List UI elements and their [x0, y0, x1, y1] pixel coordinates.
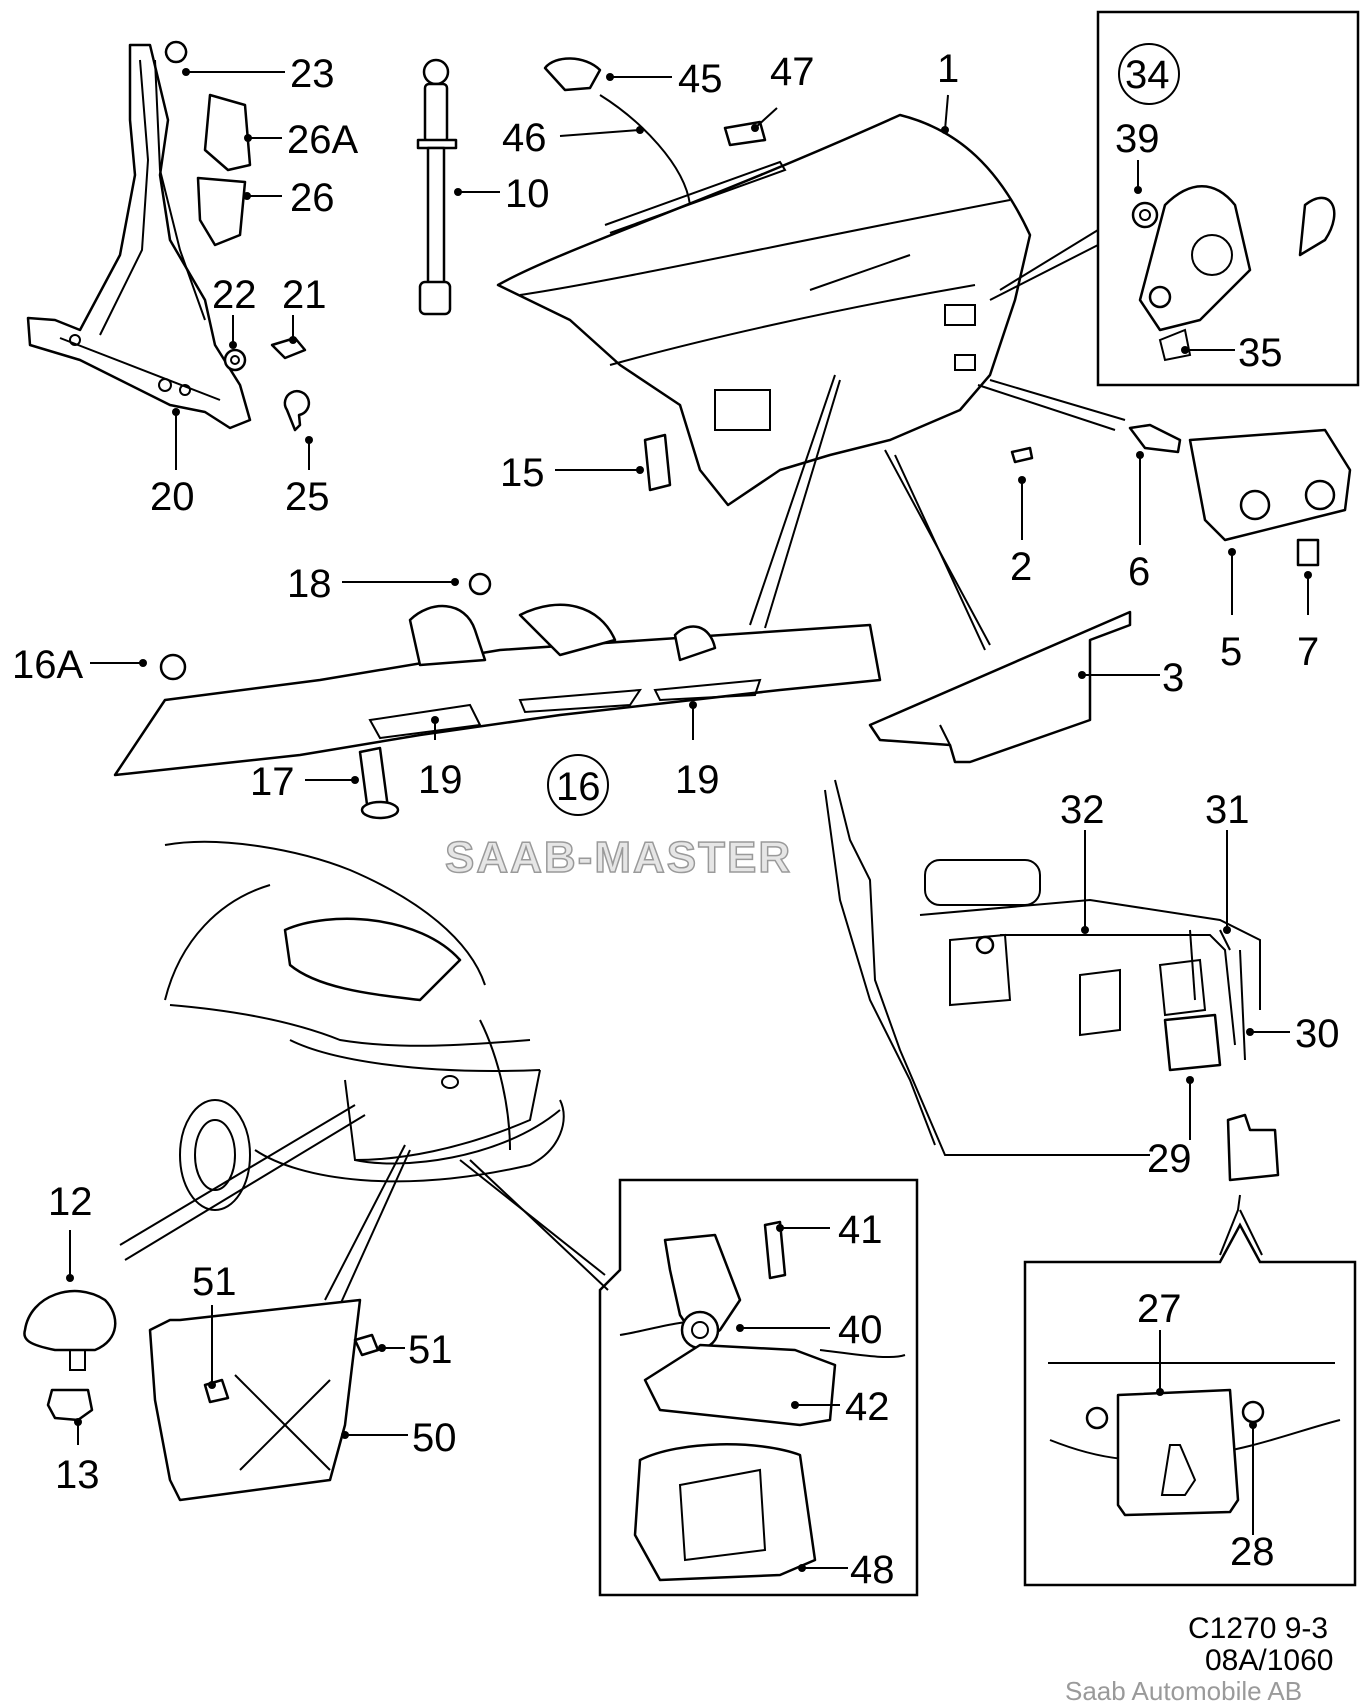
label-45: 45: [678, 57, 723, 101]
label-15: 15: [500, 451, 545, 495]
label-7: 7: [1297, 630, 1319, 674]
label-16A: 16A: [12, 643, 83, 687]
footer: C1270 9-3 08A/1060 Saab Automobile AB: [1065, 1612, 1333, 1706]
label-19-right: 19: [675, 758, 720, 802]
bolt-6: [1128, 423, 1182, 454]
connector-29: [1226, 1113, 1280, 1182]
label-20: 20: [150, 475, 195, 519]
label-42: 42: [845, 1385, 890, 1429]
label-21: 21: [282, 273, 327, 317]
label-18: 18: [287, 562, 332, 606]
label-5: 5: [1220, 630, 1242, 674]
spring-17: [358, 746, 400, 820]
panel-50: [148, 1298, 380, 1502]
rubber-bump-stop: [643, 433, 672, 492]
label-50: 50: [412, 1416, 457, 1460]
drawing-code: C1270 9-3: [1188, 1612, 1328, 1645]
clip-7: [1296, 538, 1320, 567]
label-12: 12: [48, 1180, 93, 1224]
label-46: 46: [502, 116, 547, 160]
detail-box-34: [1096, 10, 1360, 387]
label-29: 29: [1147, 1137, 1192, 1181]
label-25: 25: [285, 475, 330, 519]
detail-box-latch: [598, 1178, 919, 1597]
label-13: 13: [55, 1453, 100, 1497]
trunk-lid: [496, 113, 1032, 507]
label-51-left: 51: [192, 1260, 237, 1304]
label-16: 16: [556, 765, 601, 809]
screw-2: [1010, 446, 1034, 464]
part-labels: 23 26A 26 10 45 46 47 1 34 39 35 22 21 2…: [12, 47, 1340, 1592]
label-2: 2: [1010, 545, 1032, 589]
trim-panel-16: [113, 572, 882, 777]
hinge-assembly: [26, 43, 252, 430]
label-39: 39: [1115, 117, 1160, 161]
detail-box-27: [1023, 1222, 1357, 1587]
copyright: Saab Automobile AB: [1065, 1676, 1302, 1706]
label-26A: 26A: [287, 118, 358, 162]
label-19-left: 19: [418, 758, 463, 802]
label-32: 32: [1060, 788, 1105, 832]
wiring-harness-view: [824, 779, 1261, 1156]
label-47: 47: [770, 50, 815, 94]
label-41: 41: [838, 1208, 883, 1252]
watermark: SAAB-MASTER: [445, 833, 792, 882]
label-31: 31: [1205, 788, 1250, 832]
guide-rail: [868, 610, 1132, 764]
drawing-revision: 08A/1060: [1205, 1644, 1333, 1677]
label-34: 34: [1125, 53, 1170, 97]
label-26: 26: [290, 176, 335, 220]
knob-12: [23, 1289, 117, 1422]
gas-strut: [416, 58, 458, 316]
striker-bracket: [1188, 428, 1352, 542]
label-10: 10: [505, 172, 550, 216]
label-28: 28: [1230, 1530, 1275, 1574]
label-22: 22: [212, 273, 257, 317]
car-rear-illustration: [164, 840, 565, 1211]
label-51-right: 51: [408, 1328, 453, 1372]
leader-lines: [66, 68, 1312, 1572]
label-27: 27: [1137, 1287, 1182, 1331]
label-35: 35: [1238, 331, 1283, 375]
label-40: 40: [838, 1308, 883, 1352]
label-1: 1: [937, 47, 959, 91]
label-6: 6: [1128, 550, 1150, 594]
hinge-fasteners: [164, 40, 311, 432]
label-3: 3: [1162, 656, 1184, 700]
label-30: 30: [1295, 1012, 1340, 1056]
label-23: 23: [290, 52, 335, 96]
label-48: 48: [850, 1548, 895, 1592]
label-17: 17: [250, 760, 295, 804]
